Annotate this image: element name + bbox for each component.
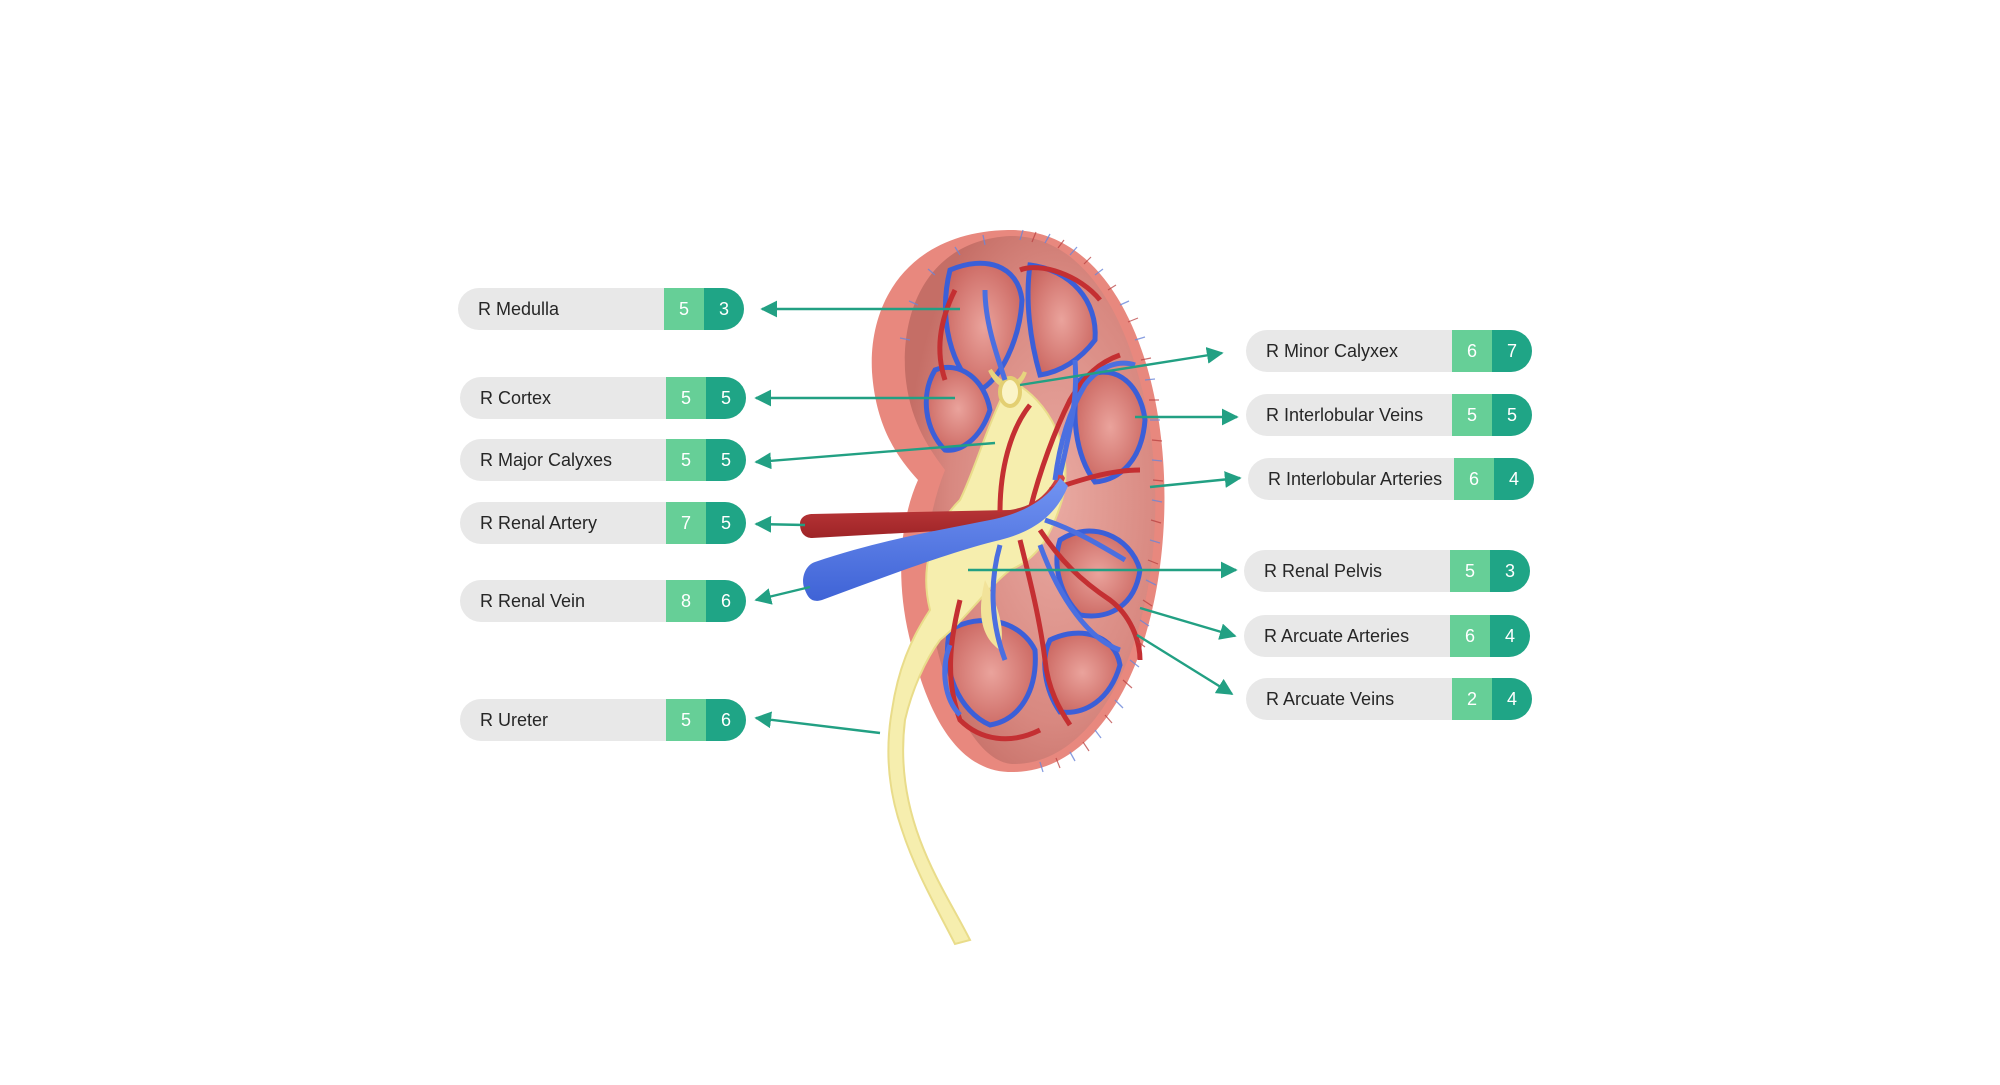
cortical-arterioles — [1031, 231, 1164, 769]
label-major-calyxes[interactable]: R Major Calyxes 5 5 — [460, 439, 746, 481]
label-interlobular-veins[interactable]: R Interlobular Veins 5 5 — [1246, 394, 1532, 436]
label-name: R Arcuate Arteries — [1264, 625, 1410, 646]
score-1: 8 — [666, 580, 706, 622]
score-1: 5 — [1450, 550, 1490, 592]
score-1: 5 — [666, 699, 706, 741]
label-minor-calyxex[interactable]: R Minor Calyxex 6 7 — [1246, 330, 1532, 372]
score-1: 5 — [666, 439, 706, 481]
pyramid-right-mid — [1054, 528, 1143, 619]
score-1: 6 — [1452, 330, 1492, 372]
label-arcuate-veins[interactable]: R Arcuate Veins 2 4 — [1246, 678, 1532, 720]
cortical-vessels — [899, 229, 1163, 773]
score-1: 6 — [1454, 458, 1494, 500]
renal-vein-trunk — [803, 478, 1068, 601]
label-interlobular-arteries[interactable]: R Interlobular Arteries 6 4 — [1248, 458, 1534, 500]
score-2: 6 — [706, 580, 746, 622]
label-renal-artery[interactable]: R Renal Artery 7 5 — [460, 502, 746, 544]
score-2: 6 — [706, 699, 746, 741]
label-name: R Ureter — [480, 709, 549, 730]
leader-arcuate-veins — [1136, 633, 1234, 696]
score-2: 5 — [706, 502, 746, 544]
leader-renal-vein — [754, 585, 811, 605]
label-name: R Interlobular Veins — [1266, 404, 1424, 425]
label-arcuate-arteries[interactable]: R Arcuate Arteries 6 4 — [1244, 615, 1530, 657]
score-2: 4 — [1490, 615, 1530, 657]
score-2: 4 — [1494, 458, 1534, 500]
pyramid-left-mid — [923, 364, 993, 453]
score-2: 3 — [1490, 550, 1530, 592]
score-2: 7 — [1492, 330, 1532, 372]
leader-renal-artery — [754, 515, 806, 533]
label-cortex[interactable]: R Cortex 5 5 — [460, 377, 746, 419]
leader-lines — [754, 300, 1242, 735]
minor-calyx-ring — [998, 376, 1022, 408]
score-1: 2 — [1452, 678, 1492, 720]
score-2: 3 — [704, 288, 744, 330]
score-2: 5 — [706, 439, 746, 481]
label-name: R Interlobular Arteries — [1268, 468, 1443, 489]
label-name: R Renal Pelvis — [1264, 560, 1383, 581]
score-2: 5 — [1492, 394, 1532, 436]
pyramid-right-upper — [1072, 369, 1148, 485]
label-name: R Major Calyxes — [480, 449, 613, 470]
label-renal-vein[interactable]: R Renal Vein 8 6 — [460, 580, 746, 622]
label-ureter[interactable]: R Ureter 5 6 — [460, 699, 746, 741]
score-1: 5 — [664, 288, 704, 330]
score-1: 7 — [666, 502, 706, 544]
label-name: R Arcuate Veins — [1266, 688, 1395, 709]
score-1: 5 — [666, 377, 706, 419]
label-renal-pelvis[interactable]: R Renal Pelvis 5 3 — [1244, 550, 1530, 592]
label-name: R Renal Vein — [480, 590, 586, 611]
vein-branches — [942, 289, 1136, 717]
leader-interlobular-arteries — [1149, 471, 1242, 489]
leader-ureter — [754, 711, 881, 735]
label-name: R Medulla — [478, 298, 560, 319]
label-name: R Minor Calyxex — [1266, 340, 1399, 361]
label-name: R Renal Artery — [480, 512, 598, 533]
score-2: 5 — [706, 377, 746, 419]
leader-major-calyxes — [754, 441, 996, 470]
label-name: R Cortex — [480, 387, 552, 408]
score-1: 6 — [1450, 615, 1490, 657]
label-medulla[interactable]: R Medulla 5 3 — [458, 288, 744, 330]
pyramid-upper-right — [1025, 262, 1098, 378]
leader-minor-calyxex — [1019, 347, 1224, 387]
leader-arcuate-arteries — [1139, 606, 1237, 640]
score-2: 4 — [1492, 678, 1532, 720]
score-1: 5 — [1452, 394, 1492, 436]
pyramid-upper-left — [943, 260, 1025, 393]
